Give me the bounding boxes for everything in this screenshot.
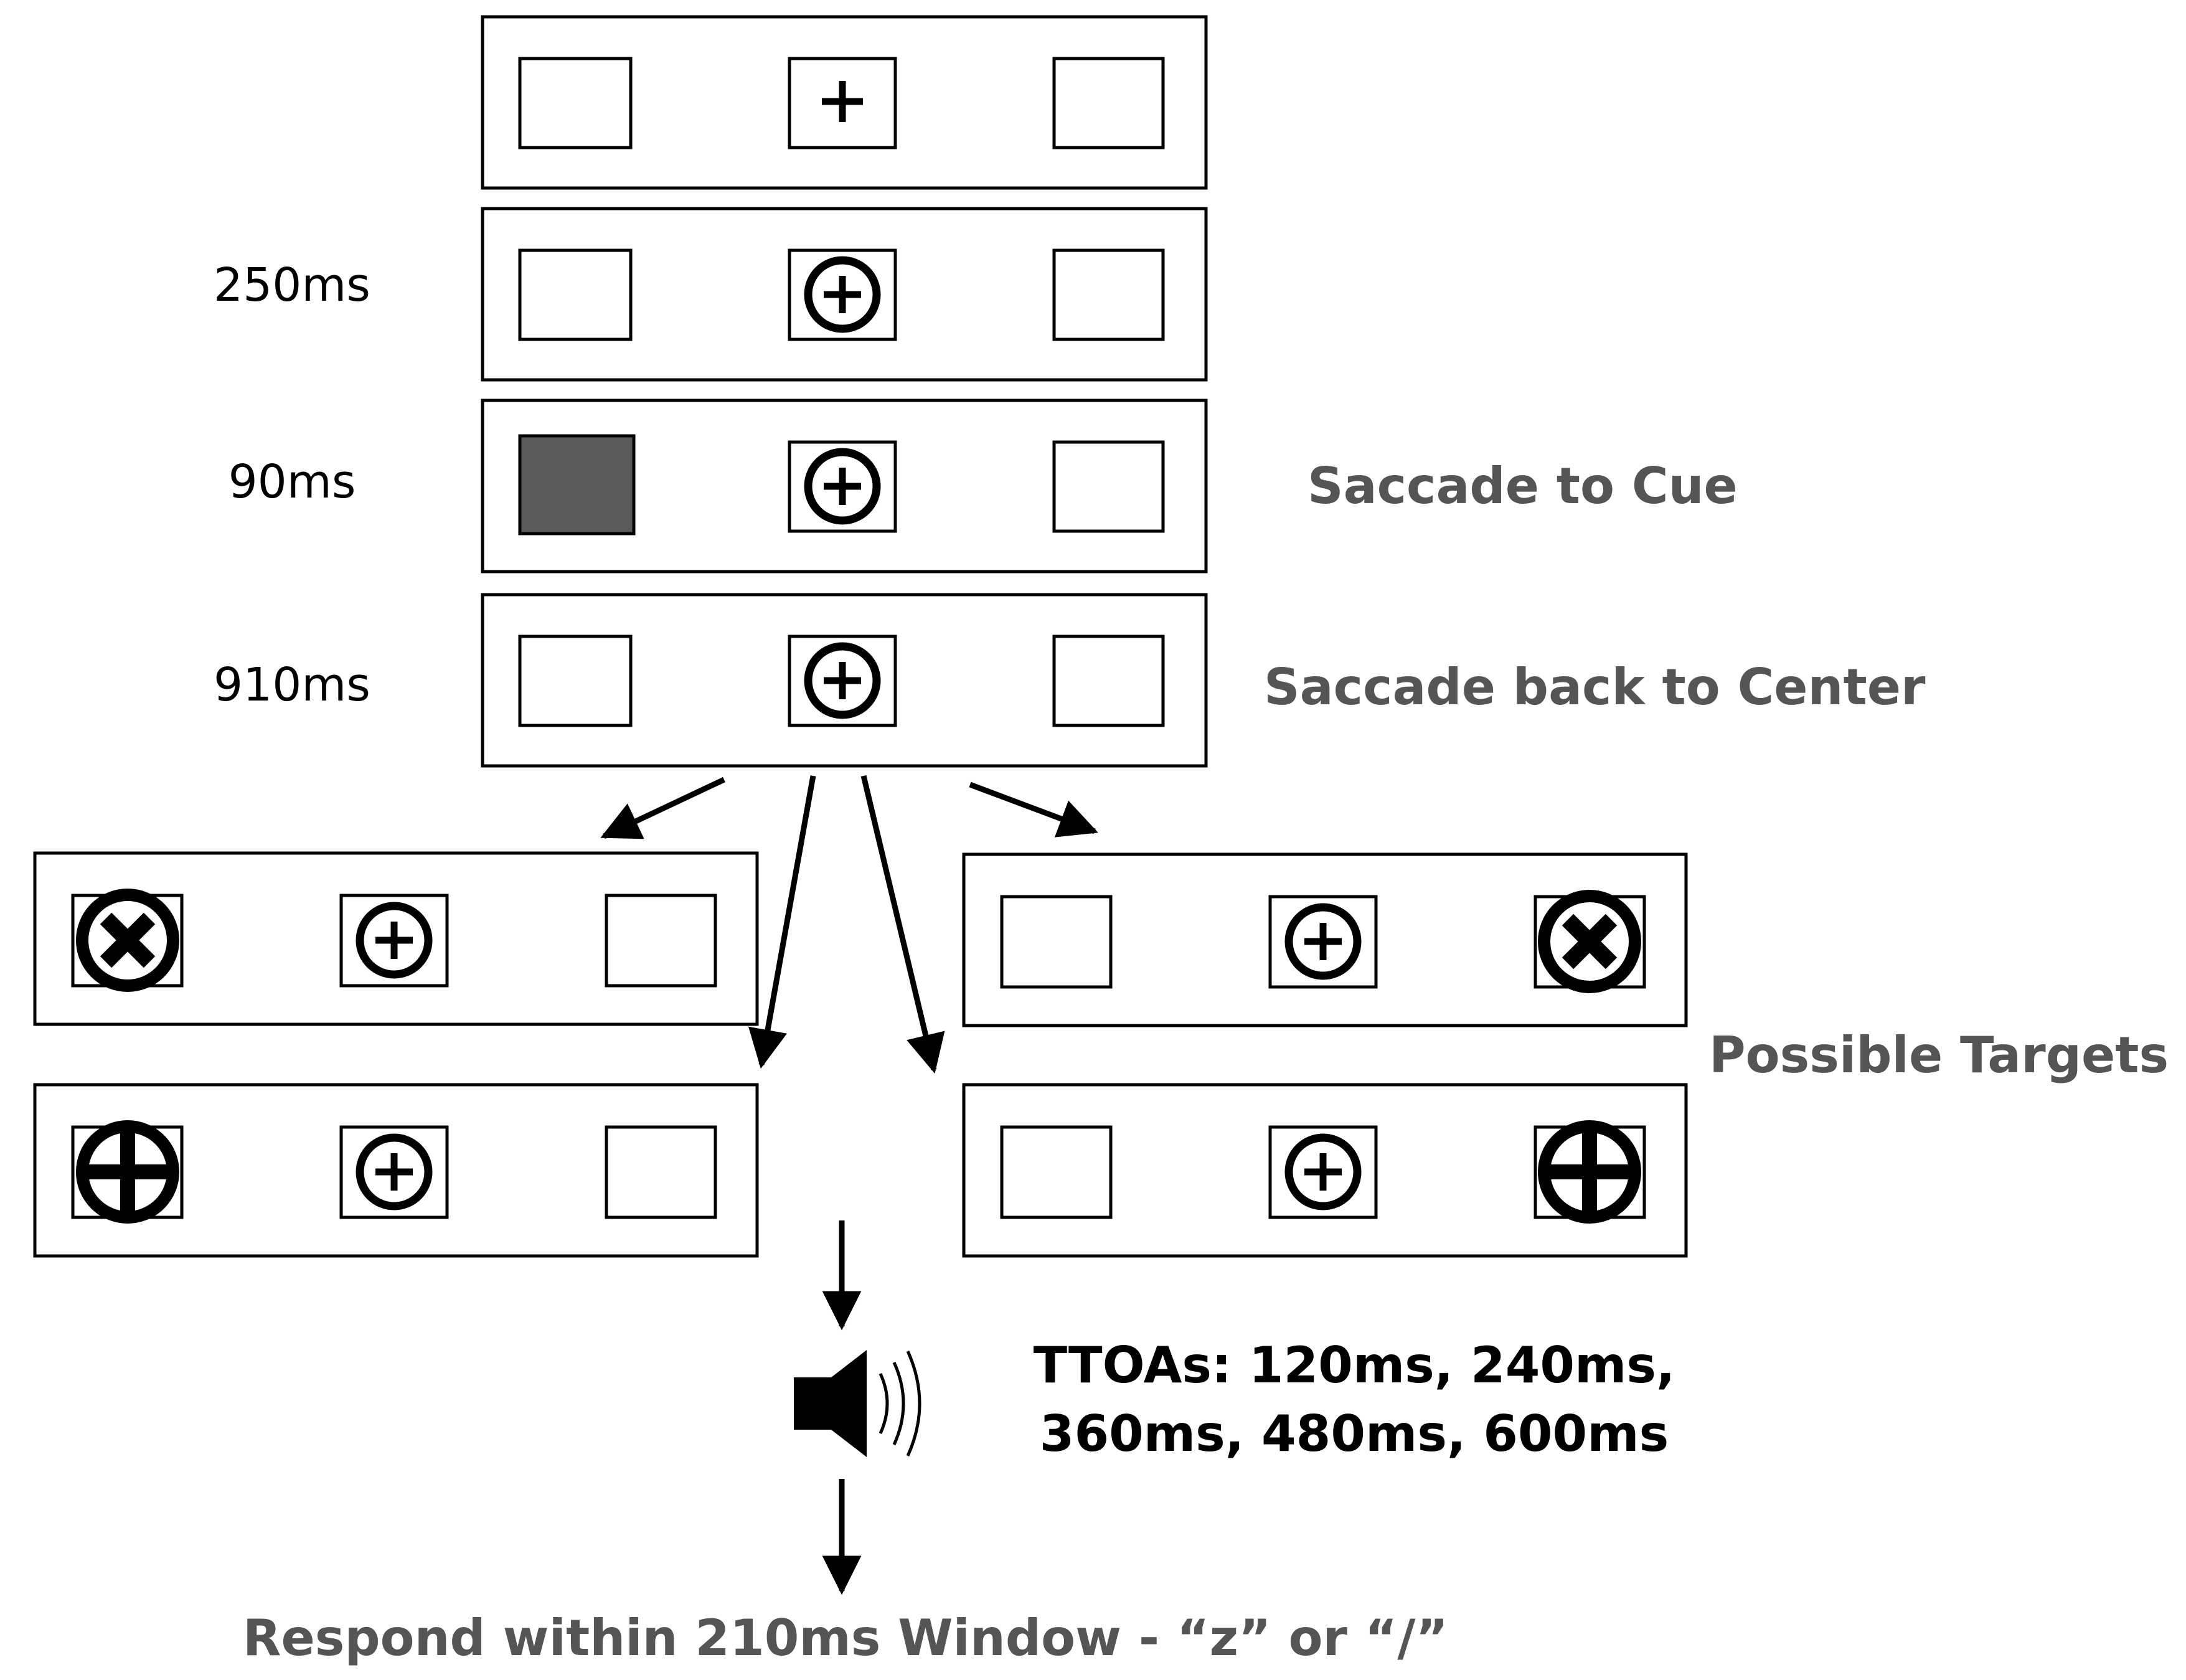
placeholder-box-left <box>1000 1125 1113 1219</box>
placeholder-box-right <box>605 1125 717 1219</box>
arrow-icon <box>969 781 1098 838</box>
saccade-to-cue-label: Saccade to Cue <box>1307 457 1738 515</box>
target-panel-left-plus <box>33 1083 759 1258</box>
timing-label-90: 90ms <box>228 455 356 509</box>
target-panel-left-x <box>33 851 759 1026</box>
target-plus-icon <box>1538 1120 1641 1224</box>
timing-label-910: 910ms <box>214 658 370 712</box>
placeholder-box-left <box>1000 895 1113 989</box>
target-panel-right-plus <box>962 1083 1688 1258</box>
placeholder-box-left <box>518 635 633 727</box>
placeholder-box-right <box>1052 440 1165 533</box>
panel-cue <box>481 399 1208 573</box>
arrow-icon <box>748 775 816 1069</box>
panel-return <box>481 593 1208 768</box>
saccade-back-label: Saccade back to Center <box>1264 658 1926 716</box>
target-panel-right-x <box>962 852 1688 1027</box>
fixation-circle-icon <box>804 256 881 333</box>
placeholder-box-left <box>518 248 633 341</box>
panel-fixation <box>481 15 1208 190</box>
arrow-icon <box>600 776 725 839</box>
speaker-icon <box>794 1350 921 1457</box>
placeholder-box-left <box>518 57 633 149</box>
timing-label-250: 250ms <box>214 258 370 312</box>
placeholder-box-right <box>1052 635 1165 727</box>
fixation-circle-icon <box>356 1133 433 1210</box>
possible-targets-label: Possible Targets <box>1709 1026 2169 1084</box>
fixation-circle-icon <box>1284 903 1362 980</box>
placeholder-box-right <box>1052 57 1165 149</box>
fixation-circle-icon <box>356 902 433 979</box>
fixation-circle-icon <box>1284 1133 1362 1210</box>
target-x-icon <box>76 889 179 992</box>
placeholder-box-right <box>1052 248 1165 341</box>
fixation-plus-icon <box>822 81 863 122</box>
arrow-icon <box>860 775 945 1074</box>
cue-box-left <box>518 434 636 536</box>
fixation-circle-icon <box>804 448 881 525</box>
placeholder-box-right <box>605 894 717 988</box>
target-plus-icon <box>76 1120 179 1224</box>
target-x-icon <box>1538 890 1641 993</box>
ttoas-label-line1: TTOAs: 120ms, 240ms, <box>1034 1336 1675 1394</box>
ttoas-label-line2: 360ms, 480ms, 600ms <box>1040 1405 1669 1463</box>
respond-instruction: Respond within 210ms Window - “z” or “/” <box>243 1609 1448 1667</box>
panel-fixation-circle <box>481 207 1208 382</box>
fixation-circle-icon <box>804 642 881 719</box>
